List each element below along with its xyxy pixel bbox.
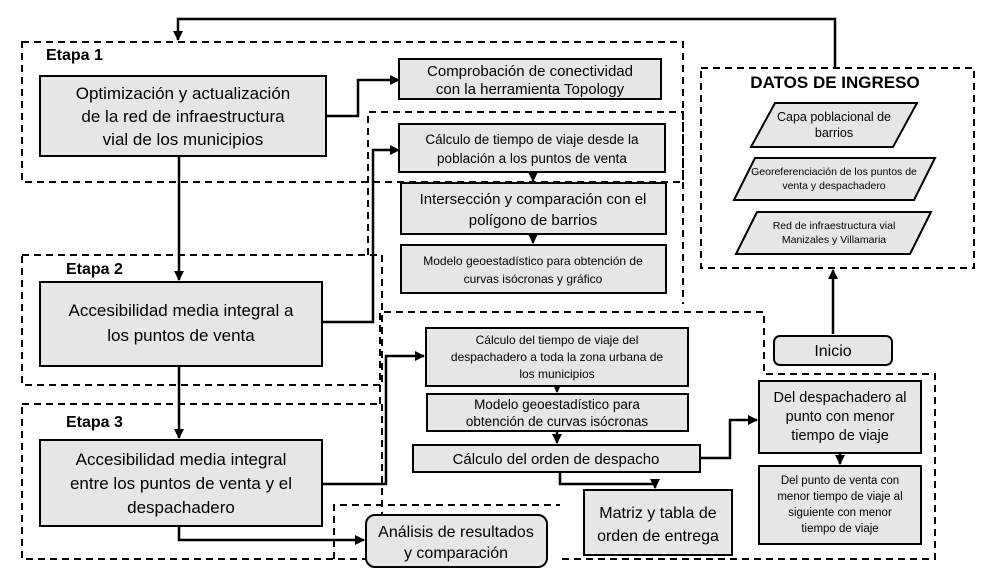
modelo2-box: Modelo geoestadístico para obtención de … — [426, 393, 689, 432]
arrow-etapa1-to-comprobacion — [326, 75, 400, 118]
calculo-tiempo-line-1: Cálculo de tiempo de viaje desde la — [425, 132, 639, 147]
inicio-box: Inicio — [773, 335, 893, 366]
modelo2-line-1: Modelo geoestadístico para — [474, 397, 640, 412]
etapa3-line-1: Accesibilidad media integral — [76, 450, 287, 469]
interseccion-line-1: Intersección y comparación con el — [420, 191, 647, 208]
del-punto-box: Del punto de venta con menor tiempo de v… — [758, 465, 922, 545]
analisis-box: Análisis de resultados y comparación — [365, 514, 548, 568]
calculo-tiempo-box: Cálculo de tiempo de viaje desde la pobl… — [398, 123, 666, 173]
del-despachadero-line-1: Del despachadero al — [773, 390, 906, 406]
etapa1-label: Etapa 1 — [46, 47, 103, 64]
comprobacion-box: Comprobación de conectividad con la herr… — [398, 58, 662, 100]
del-despachadero-line-3: tiempo de viaje — [791, 428, 889, 444]
etapa1-line-1: Optimización y actualización — [76, 84, 290, 103]
del-punto-line-3: siguiente con menor — [788, 507, 892, 519]
calculo-despachadero-line-2: despachadero a toda la zona urbana de — [451, 350, 663, 364]
arrow-etapa3-to-calculo-despachadero — [322, 351, 425, 486]
modelo1-line-2: curvas isócronas y gráfico — [464, 272, 603, 286]
matriz-box: Matriz y tabla de orden de entrega — [583, 489, 733, 556]
datos-item-3-line-1: Red de infraestructura vial — [773, 220, 896, 232]
del-punto-line-4: tiempo de viaje — [801, 523, 878, 535]
matriz-line-2: orden de entrega — [597, 528, 719, 545]
etapa1-box: Optimización y actualización de la red d… — [39, 75, 327, 157]
analisis-line-1: Análisis de resultados — [378, 524, 534, 541]
etapa2-box: Accesibilidad media integral a los punto… — [39, 281, 323, 367]
arrow-etapa2-to-calculo — [322, 145, 400, 324]
arrow-orden-to-del-despachadero — [700, 415, 758, 460]
etapa2-region — [21, 254, 383, 386]
etapa1-line-3: vial de los municipios — [103, 130, 264, 149]
interseccion-line-2: polígono de barrios — [469, 212, 597, 229]
arrow-etapa3-to-analisis — [177, 526, 365, 545]
etapa2-line-1: Accesibilidad media integral a — [69, 301, 294, 320]
datos-item-red-vial: Red de infraestructura vial Manizales y … — [734, 211, 933, 255]
inicio-text: Inicio — [814, 343, 851, 360]
datos-item-georeferenciacion: Georeferenciación de los puntos de venta… — [732, 157, 937, 201]
etapa2-line-2: los puntos de venta — [107, 326, 255, 345]
loop-arrow — [173, 17, 837, 68]
del-punto-line-2: menor tiempo de viaje al — [777, 491, 902, 503]
datos-item-2-line-1: Georeferenciación de los puntos de — [751, 166, 917, 178]
modelo1-box: Modelo geoestadístico para obtención de … — [400, 244, 667, 294]
etapa2-subregion — [367, 111, 684, 304]
analisis-line-2: y comparación — [404, 545, 508, 562]
calculo-despachadero-line-3: los municipios — [519, 367, 594, 381]
interseccion-box: Intersección y comparación con el polígo… — [400, 182, 667, 235]
orden-despacho-text: Cálculo del orden de despacho — [453, 451, 660, 468]
matriz-line-1: Matriz y tabla de — [599, 505, 716, 522]
datos-item-1-line-2: barrios — [815, 126, 853, 140]
datos-item-2-line-2: venta y despachadero — [782, 180, 885, 192]
calculo-tiempo-line-2: población a los puntos de venta — [437, 151, 627, 166]
etapa1-region — [21, 41, 684, 183]
del-despachadero-line-2: punto con menor — [786, 409, 895, 425]
calculo-despachadero-line-1: Cálculo del tiempo de viaje del — [476, 333, 639, 347]
datos-item-1-line-1: Capa poblacional de — [777, 110, 891, 124]
datos-ingreso-title: DATOS DE INGRESO — [750, 73, 919, 92]
modelo1-line-1: Modelo geoestadístico para obtención de — [423, 254, 643, 268]
etapa3-line-3: despachadero — [127, 498, 235, 517]
etapa3-box: Accesibilidad media integral entre los p… — [39, 439, 323, 527]
datos-item-3-line-2: Manizales y Villamaria — [782, 234, 886, 246]
comprobacion-line-1: Comprobación de conectividad — [427, 63, 633, 80]
arrow-orden-to-matriz — [558, 472, 660, 489]
etapa3-subregion — [379, 311, 936, 560]
datos-ingreso-region — [700, 67, 975, 269]
modelo2-line-2: obtención de curvas isócronas — [466, 414, 649, 429]
datos-item-barrios: Capa poblacional de barrios — [749, 102, 919, 148]
etapa2-label: Etapa 2 — [66, 261, 123, 278]
orden-despacho-box: Cálculo del orden de despacho — [412, 444, 701, 473]
etapa3-line-2: entre los puntos de venta y el — [70, 474, 292, 493]
etapa1-line-2: de la red de infraestructura — [81, 107, 285, 126]
etapa3-region — [21, 403, 383, 560]
comprobacion-line-2: con la herramienta Topology — [436, 81, 625, 98]
calculo-despachadero-box: Cálculo del tiempo de viaje del despacha… — [425, 327, 689, 387]
del-despachadero-box: Del despachadero al punto con menor tiem… — [758, 380, 922, 454]
del-punto-line-1: Del punto de venta con — [781, 475, 899, 487]
etapa3-label: Etapa 3 — [66, 414, 123, 431]
